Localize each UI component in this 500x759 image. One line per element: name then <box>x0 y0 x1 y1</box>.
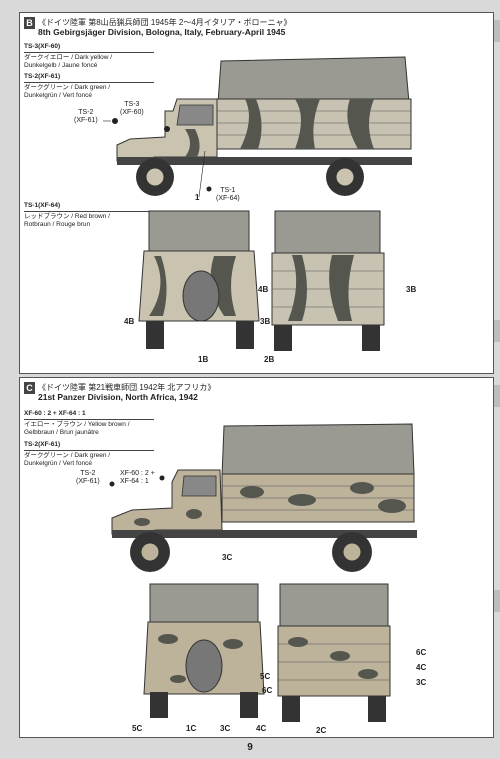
callout-4c-rear: 4C <box>416 663 427 672</box>
truck-side-view <box>109 423 417 572</box>
callout-3c-front: 3C <box>220 724 231 733</box>
truck-front-view <box>143 583 265 718</box>
panel-c-badge: C <box>24 382 35 394</box>
callout-3c-rear: 3C <box>416 678 427 687</box>
color-desc: レッドブラウン / Red brown / Rotbraun / Rouge b… <box>24 213 110 228</box>
panel-b-badge: B <box>24 17 35 29</box>
color-block-ts2: TS-2(XF-61) ダークグリーン / Dark green / Dunke… <box>24 441 154 468</box>
callout-6c-rear: 6C <box>416 648 427 657</box>
callout-4b-front: 4B <box>124 317 135 326</box>
truck-side-view <box>103 56 412 198</box>
color-block-mix: XF-60 : 2 + XF-64 : 1 イエロー・ブラウン / Yellow… <box>24 410 154 437</box>
callout-1c: 1C <box>186 724 197 733</box>
color-desc: ダークイエロー / Dark yellow / Dunkelgelb / Jau… <box>24 54 113 69</box>
callout-1b: 1B <box>198 355 209 364</box>
panel-b-title-jp: 《ドイツ陸軍 第8山岳猟兵師団 1945年 2〜4月イタリア・ボローニャ》 <box>38 18 292 27</box>
callout-ts3: TS-3 (XF-60) <box>120 101 144 116</box>
color-code: TS-2(XF-61) <box>24 73 61 80</box>
callout-ts2: TS-2 (XF-61) <box>74 109 98 124</box>
callout-ts1: TS-1 (XF-64) <box>216 187 240 202</box>
callout-4c-front: 4C <box>256 724 267 733</box>
callout-3b-rear: 3B <box>406 285 417 294</box>
callout-3b-front: 3B <box>260 317 271 326</box>
color-code: TS-1(XF-64) <box>24 202 61 209</box>
panel-c-title-en: 21st Panzer Division, North Africa, 1942 <box>38 392 198 402</box>
callout-5c-a: 5C <box>260 672 271 681</box>
panel-c-title-jp: 《ドイツ陸軍 第21戦車師団 1942年 北アフリカ》 <box>38 383 216 392</box>
callout-4b-rear: 4B <box>258 285 269 294</box>
color-block-ts1: TS-1(XF-64) レッドブラウン / Red brown / Rotbra… <box>24 202 154 229</box>
callout-5c-b: 5C <box>132 724 143 733</box>
truck-rear-view <box>277 583 391 722</box>
truck-front-view <box>138 210 260 349</box>
color-code: TS-2(XF-61) <box>24 441 61 448</box>
panel-b-painting-guide: B 《ドイツ陸軍 第8山岳猟兵師団 1945年 2〜4月イタリア・ボローニャ》 … <box>19 12 494 374</box>
color-code: XF-60 : 2 + XF-64 : 1 <box>24 410 86 417</box>
callout-1: 1 <box>195 193 200 202</box>
color-block-ts2: TS-2(XF-61) ダークグリーン / Dark green / Dunke… <box>24 73 154 100</box>
color-desc: イエロー・ブラウン / Yellow brown / Gelbbraun / B… <box>24 421 130 436</box>
callout-mix: XF-60 : 2 + XF-64 : 1 <box>120 470 155 485</box>
panel-b-title-en: 8th Gebirgsjäger Division, Bologna, Ital… <box>38 27 286 37</box>
color-desc: ダークグリーン / Dark green / Dunkelgrün / Vert… <box>24 452 111 467</box>
callout-6c-a: 6C <box>262 686 273 695</box>
callout-2b: 2B <box>264 355 275 364</box>
panel-c-painting-guide: C 《ドイツ陸軍 第21戦車師団 1942年 北アフリカ》 21st Panze… <box>19 377 494 738</box>
truck-rear-view <box>271 210 385 351</box>
callout-ts2: TS-2 (XF-61) <box>76 470 100 485</box>
callout-3c-side: 3C <box>222 553 233 562</box>
callout-2c: 2C <box>316 726 327 735</box>
page-number: 9 <box>247 742 253 753</box>
color-code: TS-3(XF-60) <box>24 43 61 50</box>
color-block-ts3: TS-3(XF-60) ダークイエロー / Dark yellow / Dunk… <box>24 43 154 70</box>
color-desc: ダークグリーン / Dark green / Dunkelgrün / Vert… <box>24 84 111 99</box>
